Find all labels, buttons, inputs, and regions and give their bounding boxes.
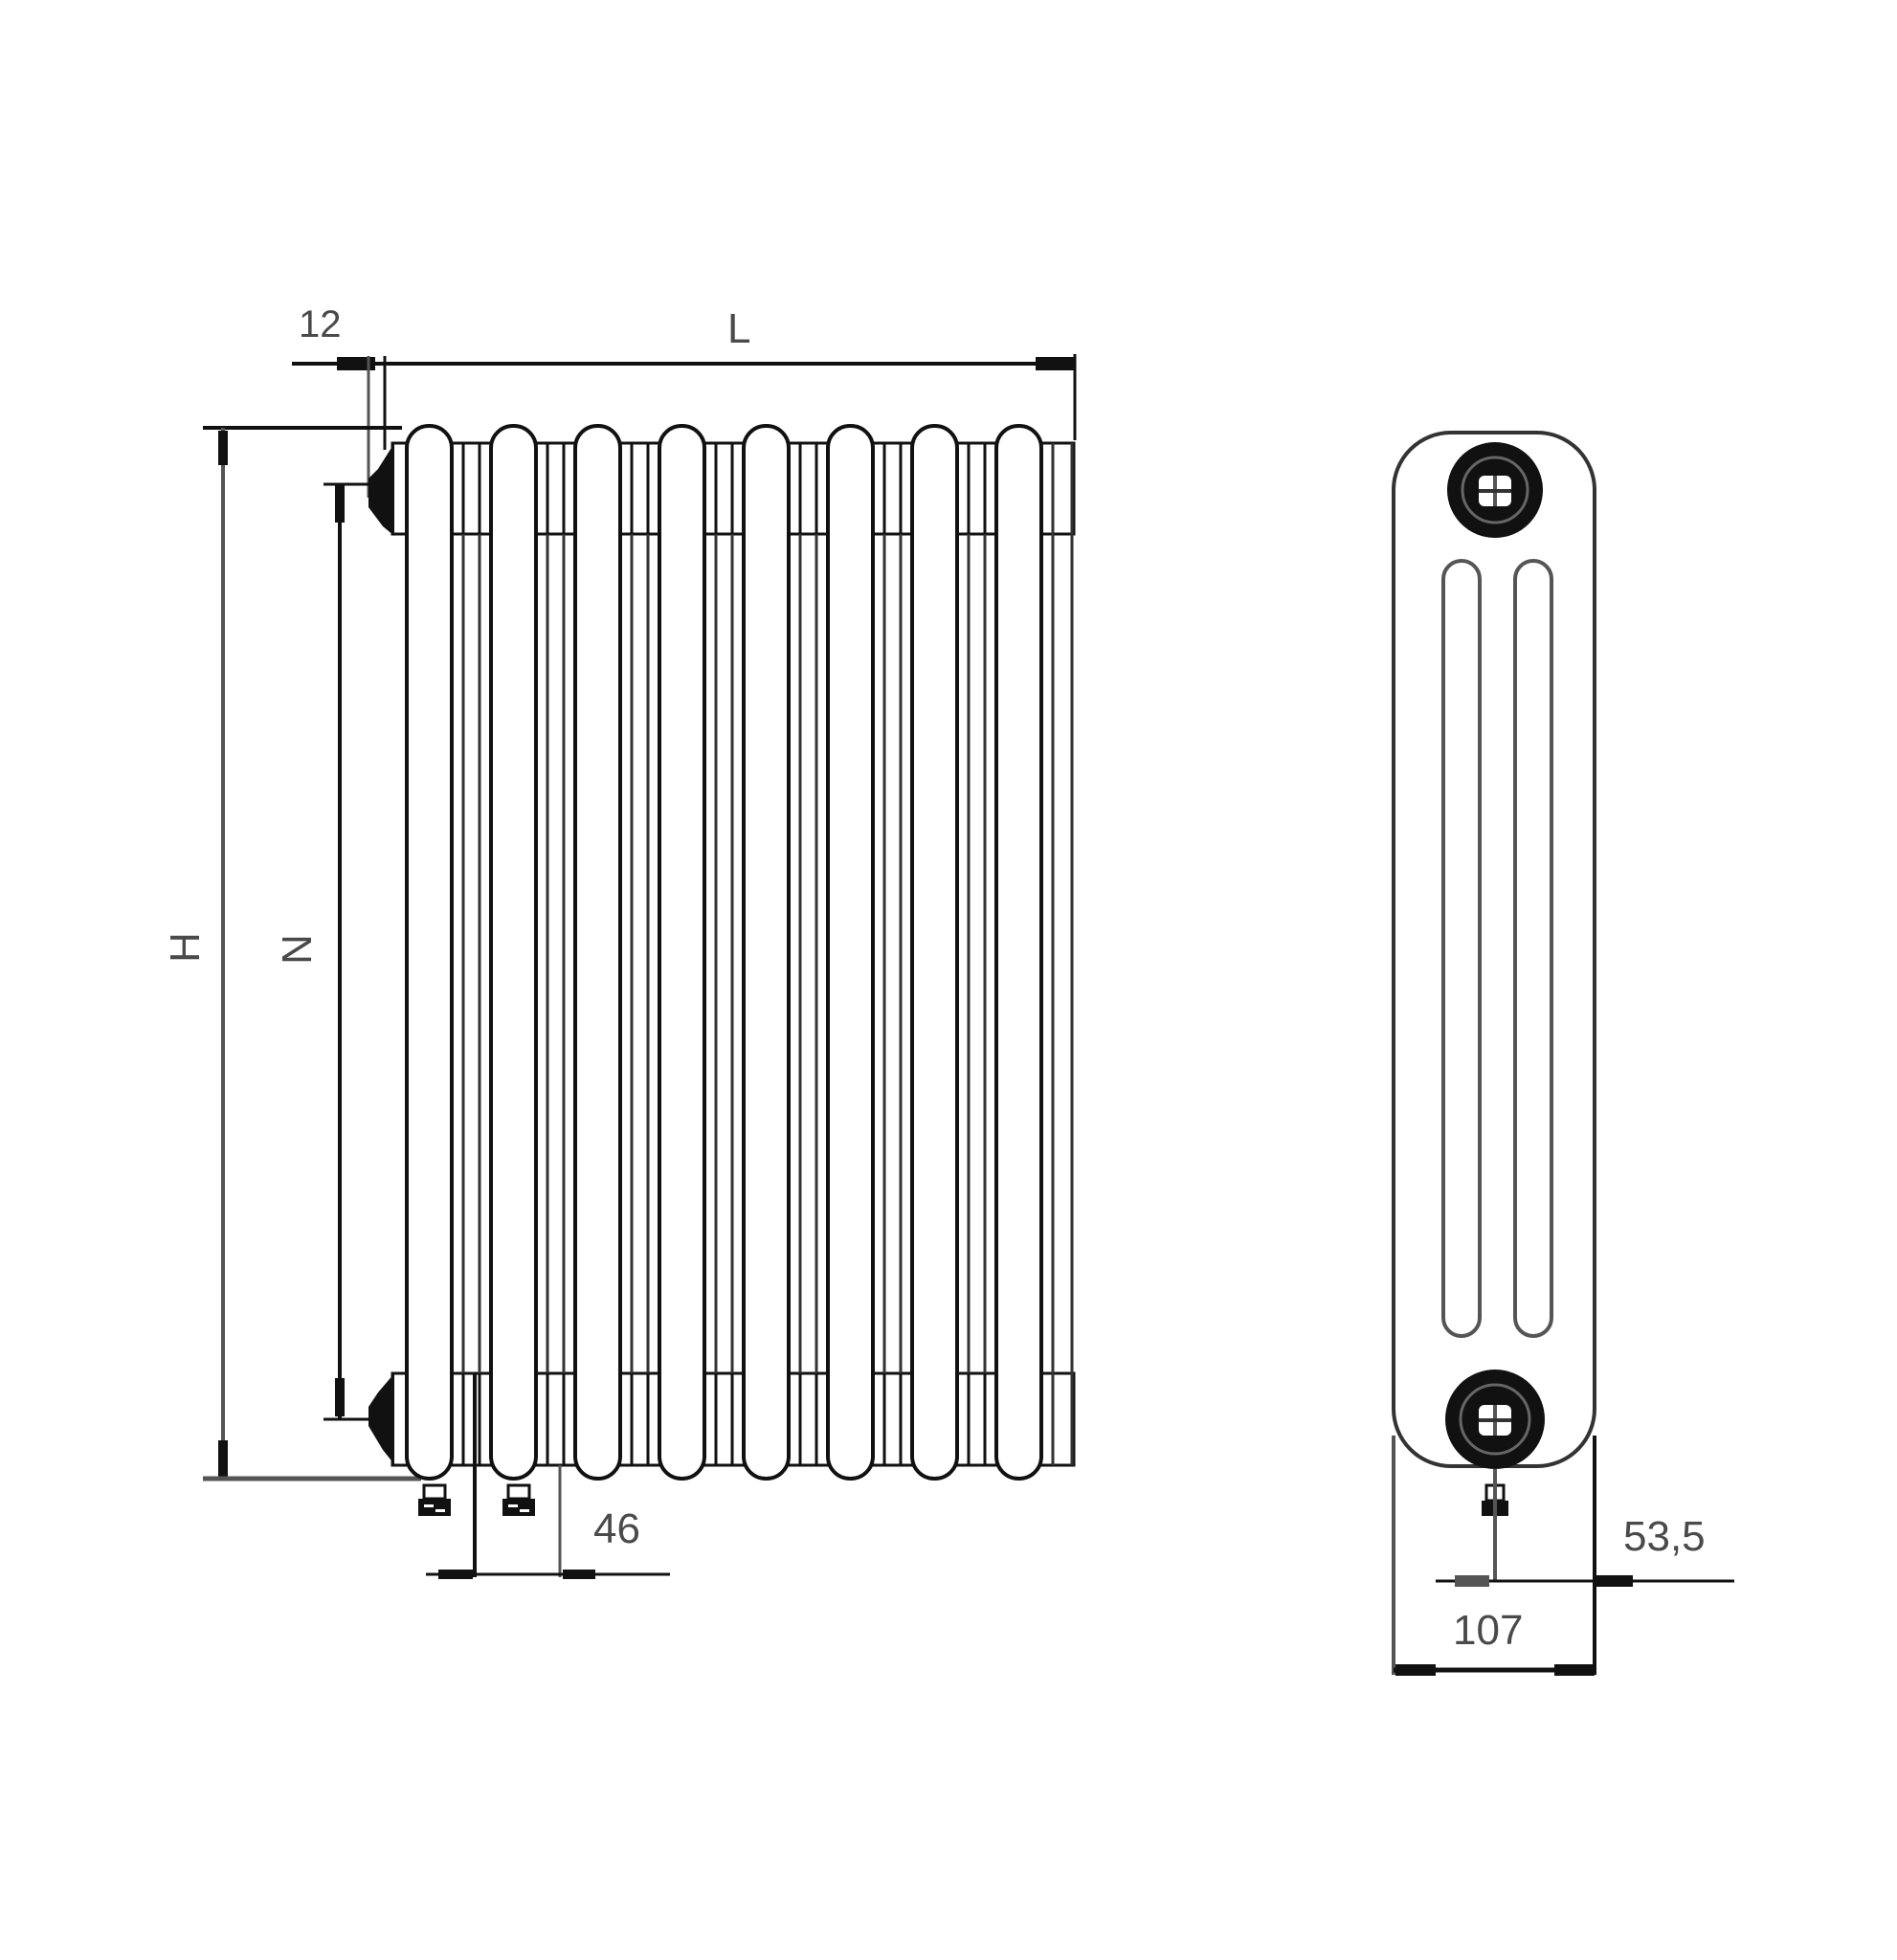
height-label: H bbox=[162, 932, 209, 963]
side-body bbox=[1392, 431, 1596, 1468]
offset-label: 12 bbox=[299, 303, 342, 345]
column bbox=[994, 424, 1043, 1481]
pitch-label: 46 bbox=[593, 1505, 640, 1552]
column bbox=[489, 424, 538, 1481]
half-depth-label: 53,5 bbox=[1623, 1513, 1706, 1560]
top-left-boss bbox=[368, 443, 394, 536]
side-slot bbox=[1441, 559, 1482, 1338]
centers-dimension: N bbox=[274, 482, 368, 1421]
height-dimension: H bbox=[162, 426, 421, 1481]
column bbox=[826, 424, 875, 1481]
depth-dimension: 107 bbox=[1392, 1436, 1596, 1676]
side-view: 53,5 107 bbox=[1392, 431, 1734, 1676]
column bbox=[573, 424, 622, 1481]
top-connection-icon bbox=[1447, 442, 1543, 538]
column bbox=[405, 424, 454, 1481]
foot-icon bbox=[418, 1483, 451, 1516]
column bbox=[742, 424, 791, 1481]
bottom-connection-icon bbox=[1445, 1370, 1545, 1469]
bottom-left-boss bbox=[368, 1373, 394, 1464]
length-dimension: L bbox=[292, 305, 1077, 440]
side-slot bbox=[1513, 559, 1553, 1338]
column bbox=[910, 424, 959, 1481]
column bbox=[658, 424, 706, 1481]
centers-label: N bbox=[274, 934, 321, 965]
length-label: L bbox=[727, 305, 750, 352]
half-depth-dimension: 53,5 bbox=[1436, 1469, 1734, 1587]
feet bbox=[418, 1483, 535, 1516]
offset-dimension: 12 bbox=[299, 303, 387, 498]
foot-icon bbox=[502, 1483, 535, 1516]
columns bbox=[405, 424, 1074, 1481]
depth-label: 107 bbox=[1453, 1607, 1523, 1654]
front-view: L 12 H N bbox=[162, 303, 1077, 1579]
pitch-dimension: 46 bbox=[426, 1373, 670, 1579]
